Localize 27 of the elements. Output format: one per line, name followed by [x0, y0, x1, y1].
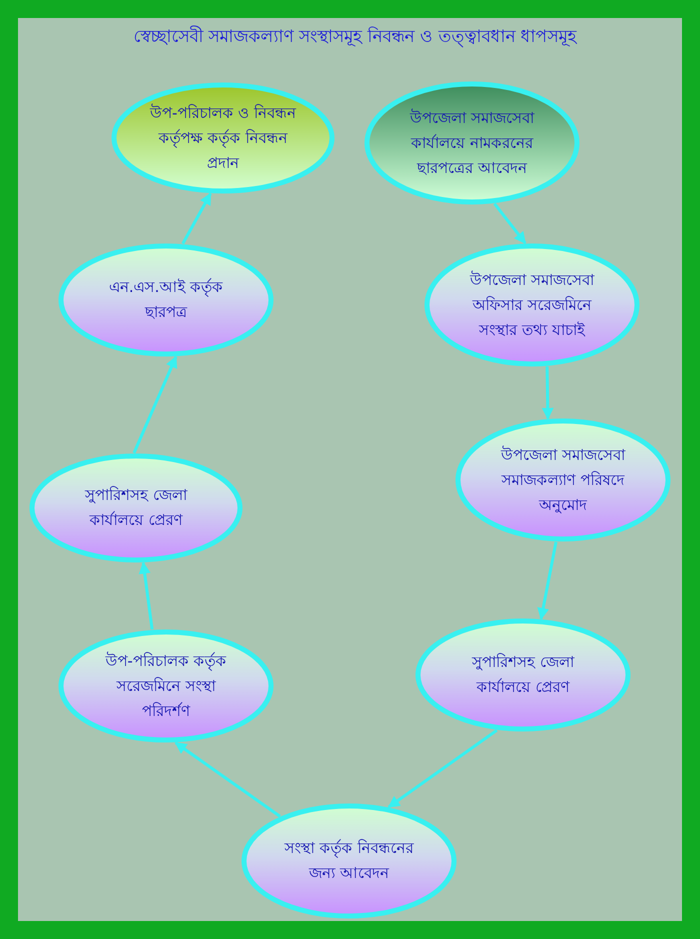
- arrow: [132, 356, 178, 454]
- step-text: এন.এস.আই কর্তৃক ছারপত্র: [108, 277, 224, 323]
- process-ellipse: [364, 81, 580, 205]
- step-text: সুপারিশসহ জেলা কার্যালয়ে প্রেরণ: [84, 485, 188, 531]
- process-ellipse: [58, 629, 274, 743]
- step-text: সংস্থা কর্তৃক নিবন্ধনের জন্য আবেদন: [283, 838, 415, 884]
- process-ellipse: [29, 453, 243, 563]
- arrow: [174, 742, 281, 818]
- process-ellipse: [455, 418, 671, 542]
- step-text: উপজেলা সমাজসেবা সমাজকল্যাণ পরিষদে অনুমোদ: [500, 444, 626, 516]
- process-ellipse: [111, 82, 335, 194]
- step-text: সুপারিশসহ জেলা কার্যালয়ে প্রেরণ: [470, 652, 576, 698]
- arrow: [388, 729, 498, 808]
- step-text: উপজেলা সমাজসেবা কার্যালয়ে নামকরনের ছারপত্রের আবেদন: [408, 108, 536, 178]
- process-ellipse: [241, 803, 457, 919]
- diagram-title: স্বেচ্ছাসেবী সমাজকল্যাণ সংস্থাসমূহ নিবন্ধন ও তত্ত্বাবধান ধাপসমূহ: [133, 24, 577, 50]
- process-ellipse: [58, 243, 274, 357]
- step-text: উপজেলা সমাজসেবা অফিসার সরেজমিনে সংস্থার তথ্য যাচাই: [468, 270, 596, 340]
- step-text: উপ-পরিচালক ও নিবন্ধন কর্তৃপক্ষ কর্তৃক নিবন্ধন প্রদান: [148, 102, 298, 174]
- arrow: [542, 366, 554, 420]
- arrow: [181, 192, 212, 244]
- step-text: উপ-পরিচালক কর্তৃক সরেজমিনে সংস্থা পরিদর্শণ: [104, 650, 228, 722]
- arrow: [493, 202, 526, 244]
- arrow: [138, 562, 154, 630]
- process-ellipse: [415, 618, 631, 732]
- arrow: [537, 542, 558, 620]
- process-ellipse: [424, 243, 640, 367]
